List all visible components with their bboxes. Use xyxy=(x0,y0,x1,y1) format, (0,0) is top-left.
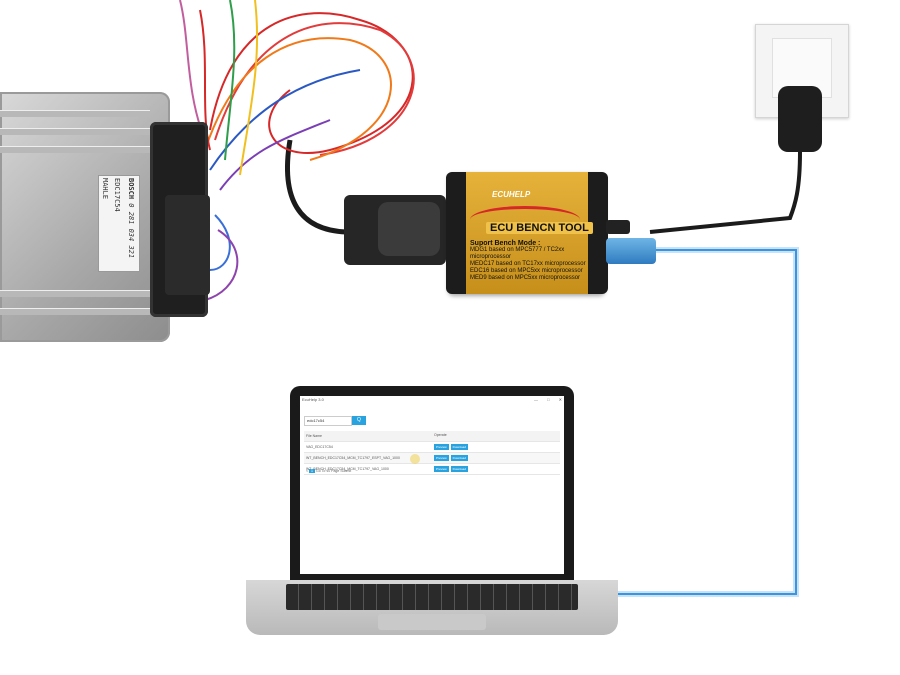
db9-shell xyxy=(378,202,440,256)
ecu-ridge xyxy=(0,290,150,297)
preview-button[interactable]: Preview xyxy=(434,466,449,472)
table-row[interactable]: WT_BENCH_EDC17C54_MCM_TC1797_VAG_1000 Pr… xyxy=(304,464,560,475)
pager-submit[interactable]: Submit xyxy=(340,469,352,473)
column-header: File Name xyxy=(306,434,322,438)
window-title: EcuHelp 3.0 xyxy=(302,397,324,402)
ecu-label-line: 0 281 034 321 xyxy=(127,203,135,259)
power-jack xyxy=(606,220,630,234)
pager-current[interactable]: 1 xyxy=(309,469,315,473)
ecu-label-line: MAHLE xyxy=(101,178,109,200)
ecu-label: BOSCH 0 281 034 321 EDC17C54 MAHLE xyxy=(98,175,140,272)
pagination: < 1 Go To 10 Page Submit xyxy=(306,469,351,473)
file-name-cell: WT_BENCH_EDC17C54_MCM_TC1797_ESPT_VAG_10… xyxy=(306,456,400,460)
window-controls[interactable]: — □ ✕ xyxy=(534,397,566,402)
mode-line: MDG1 based on MPC5777 / TC2xx microproce… xyxy=(470,247,565,260)
device-mode-list: Suport Bench Mode : MDG1 based on MPC577… xyxy=(470,240,588,282)
preview-button[interactable]: Preview xyxy=(434,455,449,461)
search-input[interactable]: edc17c54 xyxy=(304,416,352,426)
trackpad xyxy=(378,614,486,630)
ecu-connector-lower xyxy=(165,195,210,295)
download-button[interactable]: Download xyxy=(450,455,469,461)
search-button[interactable]: Q xyxy=(352,416,366,425)
mode-line: EDC16 based on MPC5xx microprocessor xyxy=(470,268,583,274)
pager-item[interactable]: To xyxy=(321,469,326,473)
ecu-label-line: BOSCH xyxy=(127,178,135,200)
file-name-cell: VAG_EDC17C54 xyxy=(306,445,333,449)
support-heading: Suport Bench Mode : xyxy=(470,240,541,247)
download-button[interactable]: Download xyxy=(450,466,469,472)
keyboard xyxy=(286,584,578,610)
mode-line: MEDC17 based on TC17xx microprocessor xyxy=(470,261,586,267)
mouse-cursor-highlight xyxy=(410,454,420,464)
power-adapter xyxy=(778,86,822,152)
device-end-cap-right xyxy=(588,172,608,294)
ecu-ridge xyxy=(0,110,150,117)
ecu-ridge xyxy=(0,308,150,315)
ecu-ridge xyxy=(0,146,150,153)
device-logo: ECUHELP xyxy=(492,190,531,199)
ecu-label-line: EDC17C54 xyxy=(113,178,121,212)
page-size[interactable]: 10 xyxy=(326,469,331,473)
download-button[interactable]: Download xyxy=(450,444,469,450)
car-swoosh-graphic xyxy=(470,206,580,233)
column-header: Operate xyxy=(434,433,447,437)
ecu-ridge xyxy=(0,128,150,135)
usb-plug xyxy=(606,238,656,264)
preview-button[interactable]: Preview xyxy=(434,444,449,450)
pager-prev[interactable]: < xyxy=(306,469,309,473)
page-label: Page xyxy=(331,469,340,473)
mode-line: MED9 based on MPC5xx microprocessor xyxy=(470,275,581,281)
table-row[interactable]: WT_BENCH_EDC17C54_MCM_TC1797_ESPT_VAG_10… xyxy=(304,453,560,464)
table-header: File Name Operate xyxy=(304,431,560,442)
device-end-cap-left xyxy=(446,172,466,294)
pager-item[interactable]: Go xyxy=(315,469,321,473)
device-title: ECU BENCN TOOL xyxy=(486,222,593,234)
file-name-cell: WT_BENCH_EDC17C54_MCM_TC1797_VAG_1000 xyxy=(306,467,389,471)
